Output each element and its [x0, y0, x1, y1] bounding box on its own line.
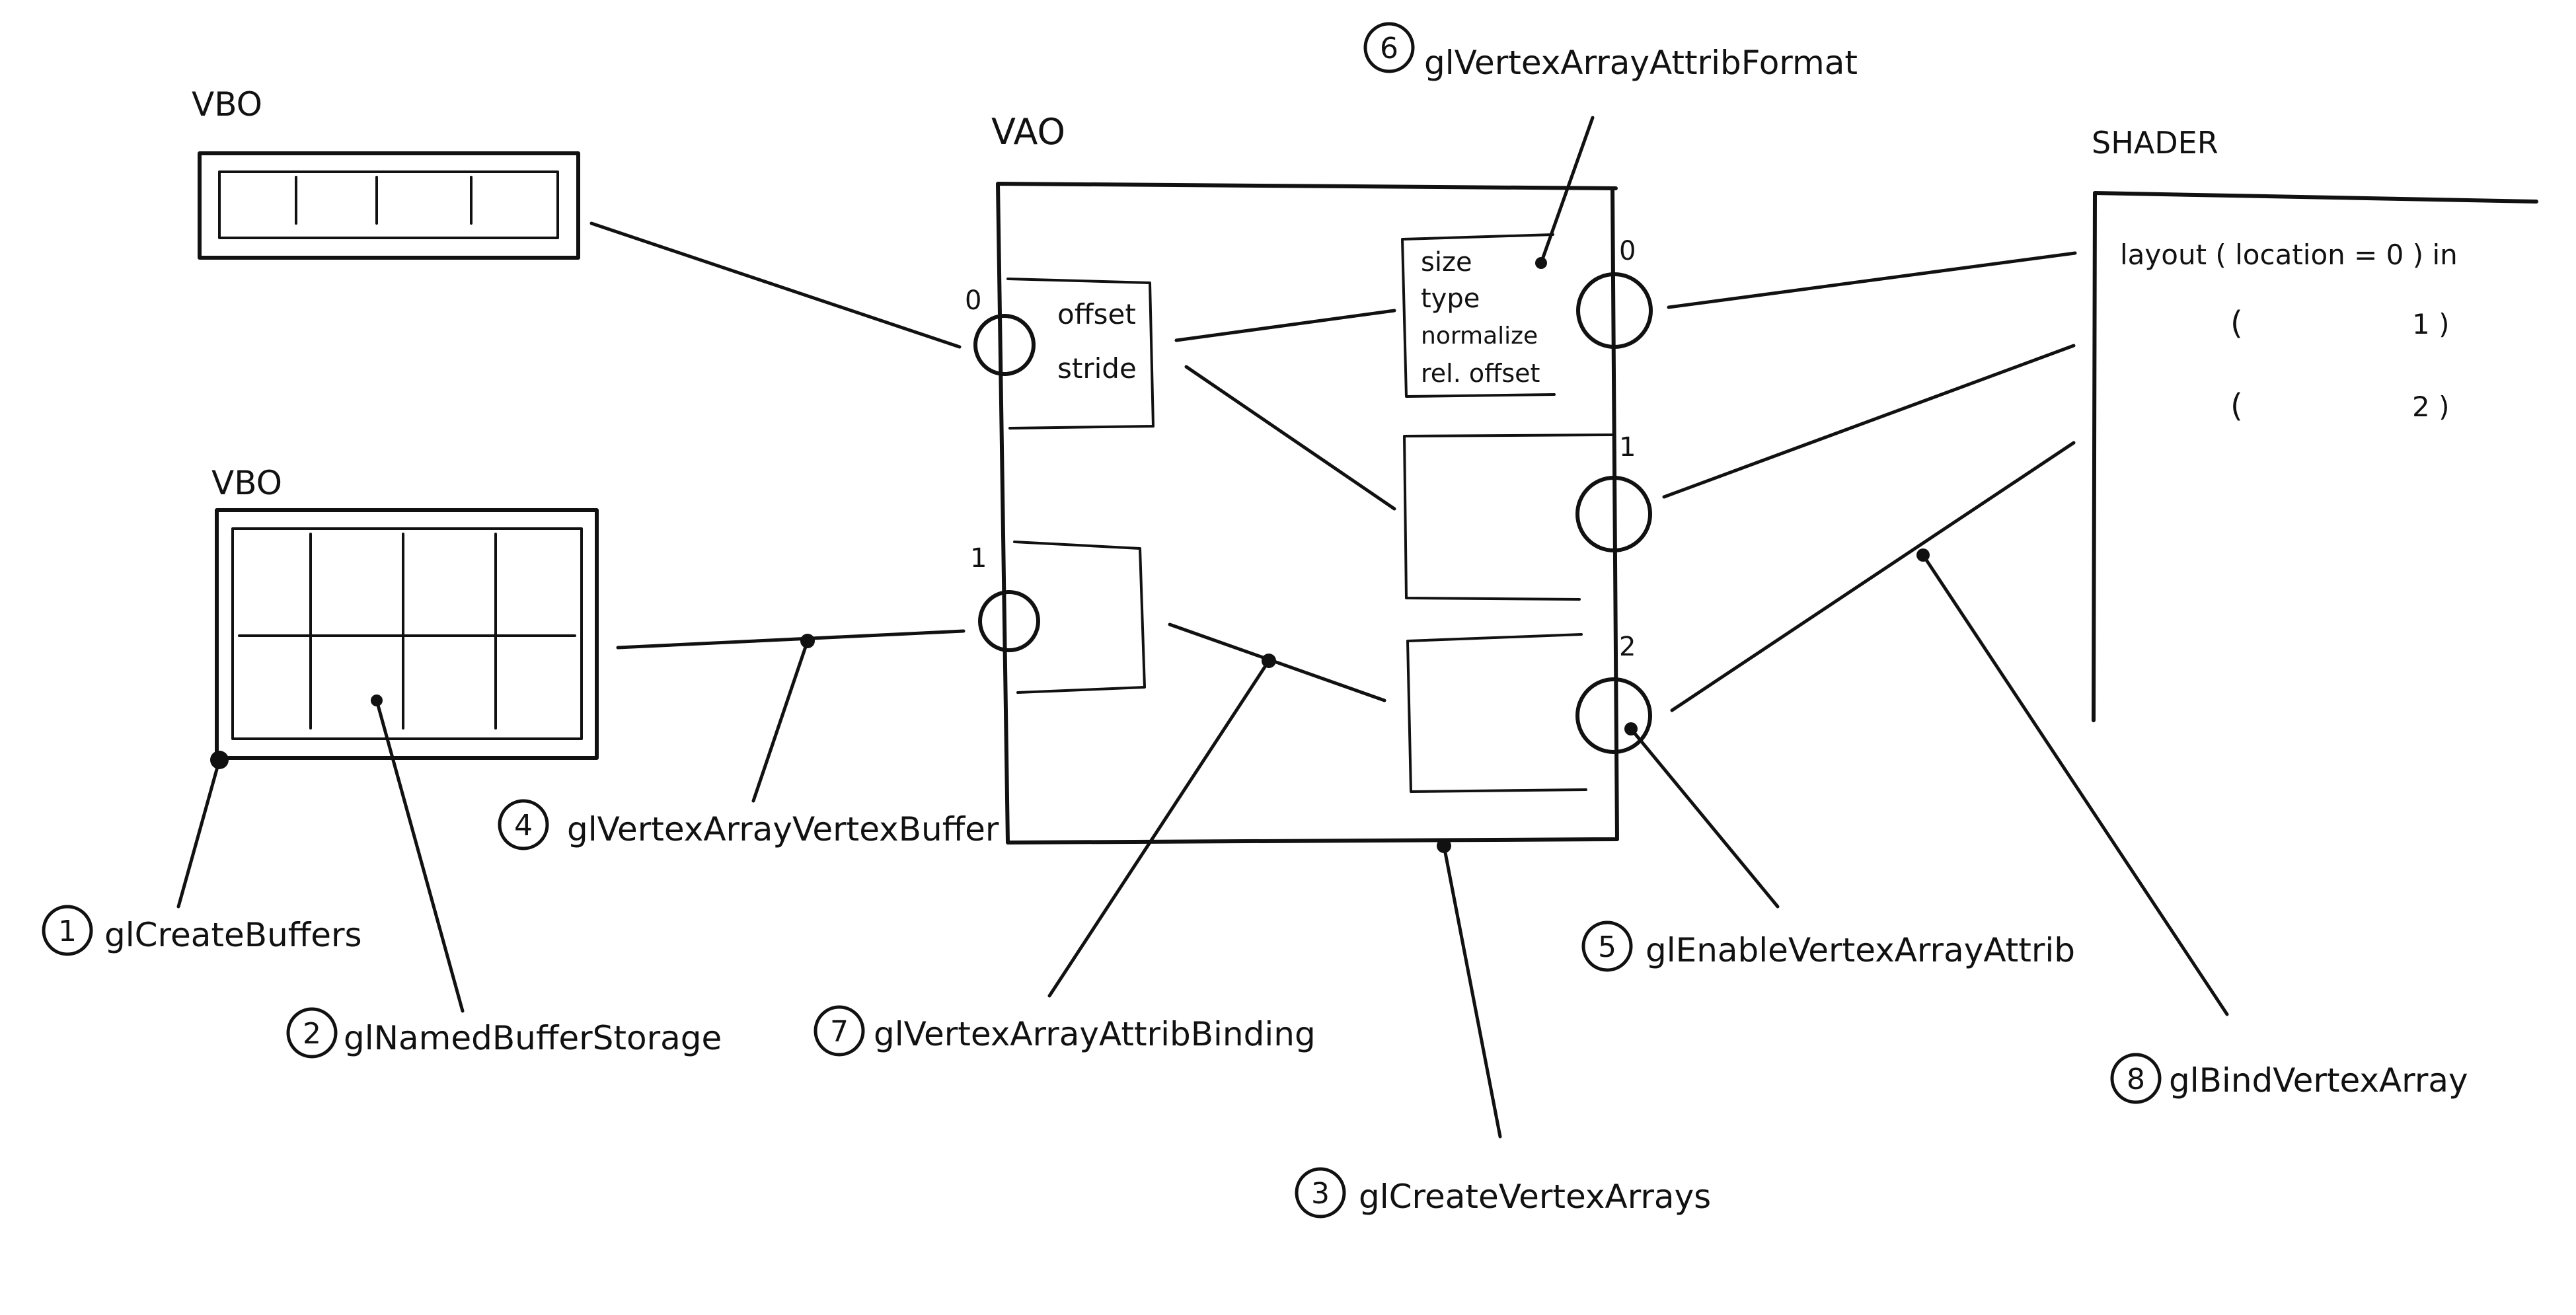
shader-block: SHADER layout ( location = 0 ) in ( 1 ) …	[2092, 125, 2538, 722]
step-3-number: 3	[1311, 1177, 1330, 1211]
vao-attrib-slot-1: 1	[1403, 432, 1652, 601]
step-2-number: 2	[303, 1017, 321, 1051]
vao-block: VAO 0 offset stride 1 size type normaliz…	[965, 111, 1653, 845]
shader-line-2-value: 2 )	[2412, 391, 2449, 423]
step-3: 3 glCreateVertexArrays	[1295, 1167, 1711, 1219]
step-8: 8 glBindVertexArray	[2110, 1053, 2468, 1104]
shader-line-0: layout ( location = 0 ) in	[2120, 239, 2458, 271]
binding-field-stride: stride	[1057, 352, 1137, 385]
step-7-label: glVertexArrayAttribBinding	[874, 1015, 1316, 1053]
attrib-field-type: type	[1421, 283, 1480, 314]
step-6-number: 6	[1380, 32, 1398, 65]
vbo-top-title: VBO	[192, 85, 262, 124]
vao-attrib-slot-0: size type normalize rel. offset 0	[1401, 233, 1653, 398]
step-4-number: 4	[514, 809, 533, 843]
attrib-field-rel-offset: rel. offset	[1421, 359, 1540, 388]
binding-slot-0-label: 0	[965, 285, 981, 316]
shader-title: SHADER	[2092, 125, 2218, 161]
step-2-label: glNamedBufferStorage	[344, 1019, 722, 1057]
step-1: 1 glCreateBuffers	[42, 905, 362, 956]
step-4: 4 glVertexArrayVertexBuffer	[498, 799, 999, 850]
attrib-slot-1-label: 1	[1619, 432, 1636, 463]
step-1-label: glCreateBuffers	[104, 916, 362, 954]
step-4-label: glVertexArrayVertexBuffer	[567, 810, 999, 848]
shader-line-1-value: 1 )	[2412, 308, 2449, 340]
vbo-top: VBO	[192, 85, 580, 260]
step-6: 6 glVertexArrayAttribFormat	[1363, 22, 1858, 82]
callout-leaders	[176, 116, 2229, 1139]
step-5-number: 5	[1598, 930, 1616, 964]
step-8-label: glBindVertexArray	[2169, 1061, 2468, 1100]
binding-slot-1-label: 1	[970, 543, 987, 574]
vao-binding-slot-1: 1	[970, 541, 1146, 694]
attrib-slot-0-label: 0	[1619, 236, 1636, 266]
attrib-field-size: size	[1421, 247, 1472, 278]
step-8-number: 8	[2127, 1063, 2145, 1096]
step-1-number: 1	[58, 915, 77, 948]
shader-line-2-open: (	[2230, 387, 2243, 424]
step-2: 2 glNamedBufferStorage	[286, 1007, 722, 1059]
connectors	[589, 221, 2077, 712]
vao-binding-slot-0: 0 offset stride	[965, 278, 1155, 430]
vao-title: VAO	[991, 111, 1065, 153]
binding-field-offset: offset	[1057, 298, 1136, 330]
vbo-bottom: VBO	[211, 464, 599, 760]
step-3-label: glCreateVertexArrays	[1359, 1178, 1711, 1216]
vao-attrib-slot-2: 2	[1406, 632, 1652, 793]
step-7: 7 glVertexArrayAttribBinding	[814, 1005, 1316, 1057]
attrib-slot-2-label: 2	[1619, 632, 1636, 662]
attrib-field-normalize: normalize	[1421, 322, 1538, 350]
step-7-number: 7	[830, 1015, 849, 1049]
step-6-label: glVertexArrayAttribFormat	[1424, 44, 1858, 82]
step-5: 5 glEnableVertexArrayAttrib	[1581, 920, 2075, 972]
vbo-bottom-title: VBO	[211, 464, 282, 502]
step-5-label: glEnableVertexArrayAttrib	[1646, 931, 2075, 969]
shader-line-1-open: (	[2230, 305, 2243, 342]
